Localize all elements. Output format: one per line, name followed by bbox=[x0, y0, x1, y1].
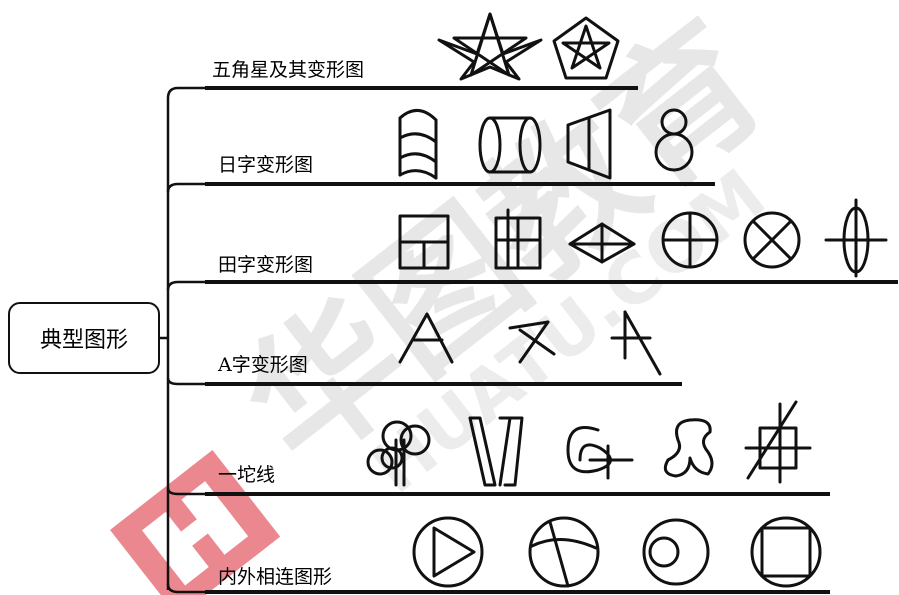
hash-slash-figure bbox=[744, 400, 812, 484]
branch-label-ri: 日字变形图 bbox=[218, 154, 314, 176]
crossed-lines-figure bbox=[508, 320, 556, 364]
circle-triangle-figure bbox=[412, 516, 484, 588]
zigzag-bars-figure bbox=[468, 416, 524, 487]
circle-square-figure bbox=[750, 516, 822, 588]
tree-circles-figure bbox=[366, 420, 431, 487]
tian-hash-figure bbox=[494, 208, 542, 270]
pentagram-in-pentagon-figure bbox=[552, 16, 620, 80]
circle-arcs-figure bbox=[528, 516, 600, 588]
tian-diamond-figure bbox=[568, 222, 636, 264]
loop-cross-figure bbox=[566, 426, 634, 480]
circle-x-figure bbox=[743, 211, 801, 269]
tian-square-figure bbox=[398, 214, 450, 270]
branch-label-star: 五角星及其变形图 bbox=[212, 59, 365, 81]
scribble-figure bbox=[663, 418, 714, 478]
circle-in-circle-figure bbox=[642, 518, 710, 586]
branch-label-inout: 内外相连图形 bbox=[218, 566, 333, 588]
trapezoid-box-figure bbox=[566, 108, 612, 180]
branch-label-a: A字变形图 bbox=[218, 354, 308, 376]
branch-label-tangle: 一坨线 bbox=[218, 464, 276, 486]
pentagram-figure bbox=[437, 12, 543, 81]
cylinder-figure bbox=[478, 116, 542, 174]
root-label: 典型图形 bbox=[39, 328, 128, 353]
wavy-ri-figure bbox=[398, 109, 438, 180]
a-with-bar-figure bbox=[610, 310, 662, 376]
figure-eight-figure bbox=[654, 108, 694, 172]
branch-label-tian: 田字变形图 bbox=[218, 254, 314, 276]
ellipse-cross-figure bbox=[824, 198, 888, 278]
letter-a-figure bbox=[398, 312, 454, 364]
root-node: 典型图形 bbox=[8, 302, 160, 374]
circle-plus-figure bbox=[661, 211, 719, 269]
